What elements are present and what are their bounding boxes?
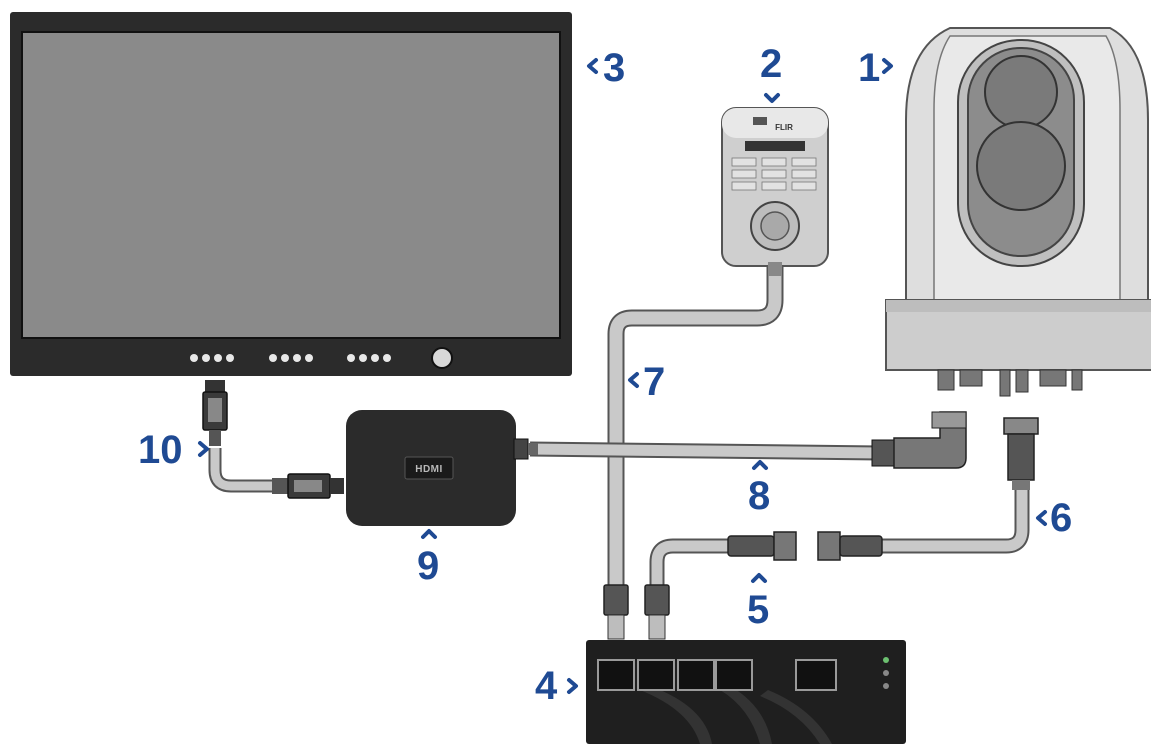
callout-5: 5 <box>747 588 770 632</box>
network-switch <box>586 640 906 744</box>
arrow-3 <box>587 58 598 74</box>
callout-1: 1 <box>858 46 881 90</box>
arrow-8 <box>752 460 768 470</box>
joystick-controller: FLIR <box>721 107 829 276</box>
arrow-7 <box>628 372 639 388</box>
cable-7-joystick-network <box>607 262 784 585</box>
arrow-9 <box>421 529 437 539</box>
bnc-connector-converter <box>513 438 538 460</box>
joystick-brand: FLIR <box>775 123 793 132</box>
arrow-10 <box>198 441 209 457</box>
cable-10-hdmi <box>208 448 275 493</box>
hdmi-plug-converter <box>272 473 344 499</box>
switch-status-leds <box>883 657 889 689</box>
joystick-keypad <box>731 157 817 191</box>
callout-arrows <box>198 58 1047 694</box>
monitor <box>10 12 572 376</box>
power-button-icon <box>431 347 453 369</box>
switch-ports <box>597 659 837 691</box>
hdmi-plug-monitor <box>202 380 228 446</box>
arrow-6 <box>1036 510 1047 526</box>
callout-2: 2 <box>760 42 783 86</box>
camera-lens-bottom <box>976 121 1066 211</box>
network-coupler-right <box>817 531 883 561</box>
arrow-1 <box>882 58 893 74</box>
callout-6: 6 <box>1050 496 1073 540</box>
arrow-4 <box>567 678 578 694</box>
camera-lens-top <box>984 55 1058 129</box>
cable-8-video <box>529 441 881 461</box>
rj45-plug-cable-5 <box>644 584 670 640</box>
network-coupler-left <box>727 531 797 561</box>
arrow-2 <box>764 93 780 103</box>
callout-9: 9 <box>417 544 440 588</box>
thermal-camera <box>885 27 1151 397</box>
callout-8: 8 <box>748 474 771 518</box>
callout-7: 7 <box>643 360 666 404</box>
callout-10: 10 <box>138 428 183 472</box>
arrow-5 <box>751 573 767 583</box>
cable-5-network <box>649 538 728 585</box>
camera-connectors <box>937 369 1083 397</box>
camera-network-connector <box>1003 417 1039 490</box>
callout-4: 4 <box>535 664 558 708</box>
rj45-plug-cable-7 <box>603 584 629 640</box>
cable-6-camera-network <box>880 488 1030 554</box>
hdmi-label: HDMI <box>415 464 443 475</box>
camera-video-connector <box>871 411 967 469</box>
monitor-buttons <box>190 354 391 362</box>
callout-3: 3 <box>603 46 626 90</box>
video-converter-box: HDMI <box>346 410 516 526</box>
